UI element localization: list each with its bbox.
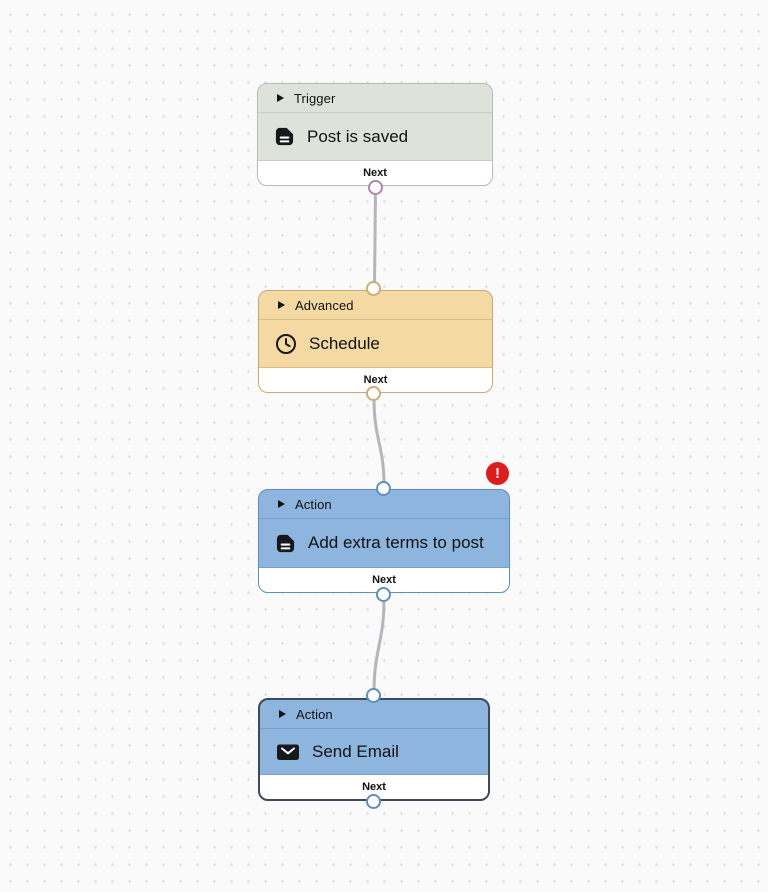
node-header[interactable]: Advanced xyxy=(259,291,492,320)
node-category-label: Trigger xyxy=(294,90,336,106)
port-trigger-output[interactable] xyxy=(368,180,383,195)
connector-trigger-to-advanced[interactable] xyxy=(373,188,377,287)
collapse-triangle-icon[interactable] xyxy=(277,94,284,102)
node-footer-next: Next xyxy=(258,160,492,185)
connector-advanced-to-action1[interactable] xyxy=(372,396,386,487)
next-label: Next xyxy=(363,167,387,179)
node-advanced-schedule[interactable]: Advanced Schedule Next xyxy=(258,290,493,393)
next-label: Next xyxy=(372,574,396,586)
port-advanced-input[interactable] xyxy=(366,281,381,296)
node-category-label: Action xyxy=(296,706,333,722)
node-title: Schedule xyxy=(309,333,380,353)
node-body[interactable]: Post is saved xyxy=(258,113,492,160)
node-trigger-post-is-saved[interactable]: Trigger Post is saved Next xyxy=(257,83,493,186)
connector-action1-to-action2[interactable] xyxy=(372,597,386,694)
next-label: Next xyxy=(363,374,388,386)
collapse-triangle-icon[interactable] xyxy=(279,710,286,718)
document-icon xyxy=(275,533,296,554)
node-body[interactable]: Add extra terms to post xyxy=(259,519,509,567)
error-badge-symbol: ! xyxy=(495,465,500,482)
node-header[interactable]: Trigger xyxy=(258,84,492,113)
node-title: Send Email xyxy=(312,741,399,761)
node-body[interactable]: Send Email xyxy=(260,729,488,774)
collapse-triangle-icon[interactable] xyxy=(278,500,285,508)
node-title: Add extra terms to post xyxy=(308,533,484,552)
next-label: Next xyxy=(362,781,386,793)
node-header[interactable]: Action xyxy=(260,700,488,729)
node-action-add-extra-terms[interactable]: Action Add extra terms to post Next xyxy=(258,489,510,593)
port-action2-output[interactable] xyxy=(366,794,381,809)
node-header[interactable]: Action xyxy=(259,490,509,519)
collapse-triangle-icon[interactable] xyxy=(278,301,285,309)
error-badge-icon[interactable]: ! xyxy=(486,462,509,485)
node-body[interactable]: Schedule xyxy=(259,320,492,367)
port-advanced-output[interactable] xyxy=(366,386,381,401)
port-action2-input[interactable] xyxy=(366,688,381,703)
node-action-send-email[interactable]: Action Send Email Next xyxy=(258,698,490,801)
document-icon xyxy=(274,126,295,147)
port-action1-input[interactable] xyxy=(376,481,391,496)
node-category-label: Action xyxy=(295,496,332,512)
port-action1-output[interactable] xyxy=(376,587,391,602)
clock-icon xyxy=(275,333,297,355)
node-title: Post is saved xyxy=(307,126,409,146)
node-category-label: Advanced xyxy=(295,297,354,313)
mail-icon xyxy=(276,741,300,763)
